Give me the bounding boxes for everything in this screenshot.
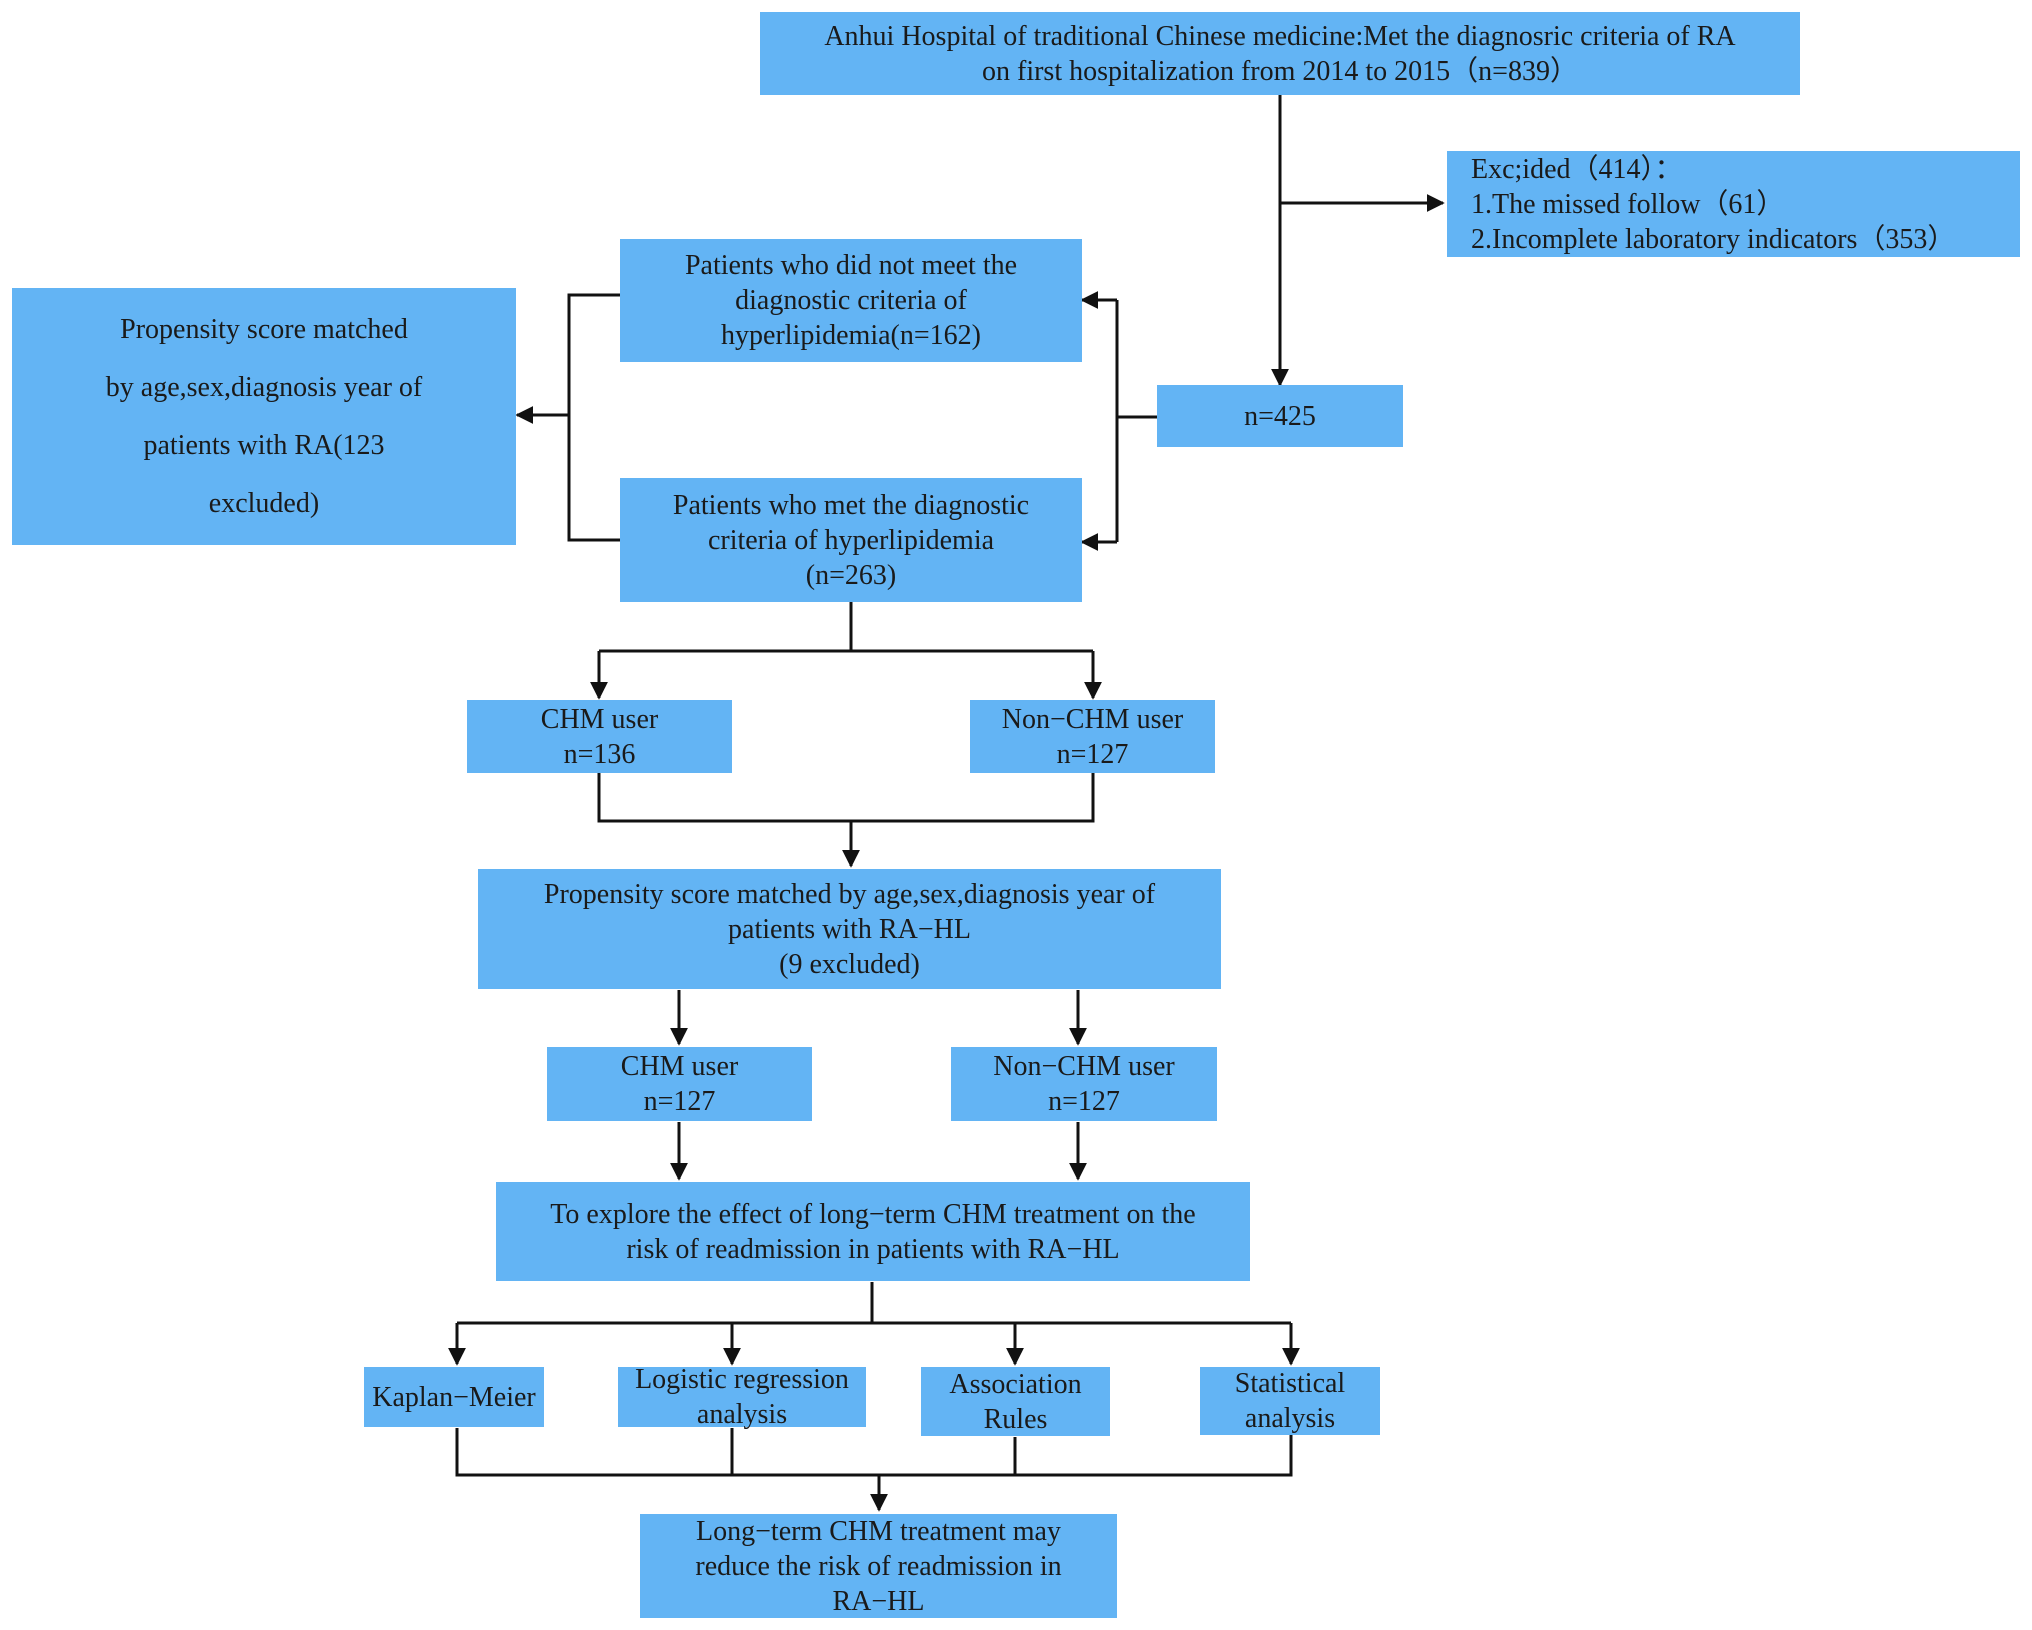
explore-box: To explore the effect of long−term CHM t… bbox=[496, 1182, 1250, 1281]
association-rules-box: Association Rules bbox=[921, 1367, 1110, 1436]
source-population-box: Anhui Hospital of traditional Chinese me… bbox=[760, 12, 1800, 95]
chm-user-box-2: CHM user n=127 bbox=[547, 1047, 812, 1121]
conclusion-text: Long−term CHM treatment may reduce the r… bbox=[695, 1515, 1062, 1617]
conclusion-box: Long−term CHM treatment may reduce the r… bbox=[640, 1514, 1117, 1618]
excluded-box: Exc;ided（414）： 1.The missed follow（61） 2… bbox=[1447, 151, 2020, 257]
line-no-hl-left bbox=[567, 293, 620, 542]
psm-hl-text: Propensity score matched by age,sex,diag… bbox=[543, 878, 1156, 980]
eligible-count-box: n=425 bbox=[1157, 385, 1403, 447]
statistical-analysis-box: Statistical analysis bbox=[1200, 1367, 1380, 1435]
explore-text: To explore the effect of long−term CHM t… bbox=[550, 1198, 1196, 1265]
kaplan-meier-box: Kaplan−Meier bbox=[364, 1367, 544, 1427]
hyperlipidemia-text: Patients who met the diagnostic criteria… bbox=[672, 489, 1030, 591]
statistical-analysis-text: Statistical analysis bbox=[1234, 1368, 1346, 1434]
hyperlipidemia-box: Patients who met the diagnostic criteria… bbox=[620, 478, 1082, 602]
excluded-text: Exc;ided（414）： 1.The missed follow（61） 2… bbox=[1471, 153, 1956, 255]
psm-ra-text: Propensity score matched by age,sex,diag… bbox=[105, 313, 423, 519]
eligible-count-text: n=425 bbox=[1244, 400, 1316, 432]
chm-user-box-1: CHM user n=136 bbox=[467, 700, 732, 773]
no-hyperlipidemia-box: Patients who did not meet the diagnostic… bbox=[620, 239, 1082, 362]
kaplan-meier-text: Kaplan−Meier bbox=[372, 1381, 536, 1413]
non-chm-user-text-1: Non−CHM user n=127 bbox=[1001, 703, 1184, 770]
no-hyperlipidemia-text: Patients who did not meet the diagnostic… bbox=[684, 250, 1018, 351]
association-rules-text: Association Rules bbox=[949, 1368, 1082, 1435]
logistic-regression-text: Logistic regression analysis bbox=[635, 1364, 849, 1430]
psm-hl-box: Propensity score matched by age,sex,diag… bbox=[478, 869, 1221, 989]
non-chm-user-text-2: Non−CHM user n=127 bbox=[993, 1051, 1175, 1117]
psm-ra-box: Propensity score matched by age,sex,diag… bbox=[12, 288, 516, 545]
non-chm-user-box-2: Non−CHM user n=127 bbox=[951, 1047, 1217, 1121]
non-chm-user-box-1: Non−CHM user n=127 bbox=[970, 700, 1215, 773]
logistic-regression-box: Logistic regression analysis bbox=[618, 1364, 866, 1430]
line-groups-join bbox=[597, 773, 1095, 823]
line-methods-join bbox=[455, 1428, 1293, 1477]
source-population-text: Anhui Hospital of traditional Chinese me… bbox=[824, 20, 1736, 87]
chm-user-text-2: CHM user n=127 bbox=[620, 1051, 739, 1117]
chm-user-text-1: CHM user n=136 bbox=[540, 703, 659, 770]
